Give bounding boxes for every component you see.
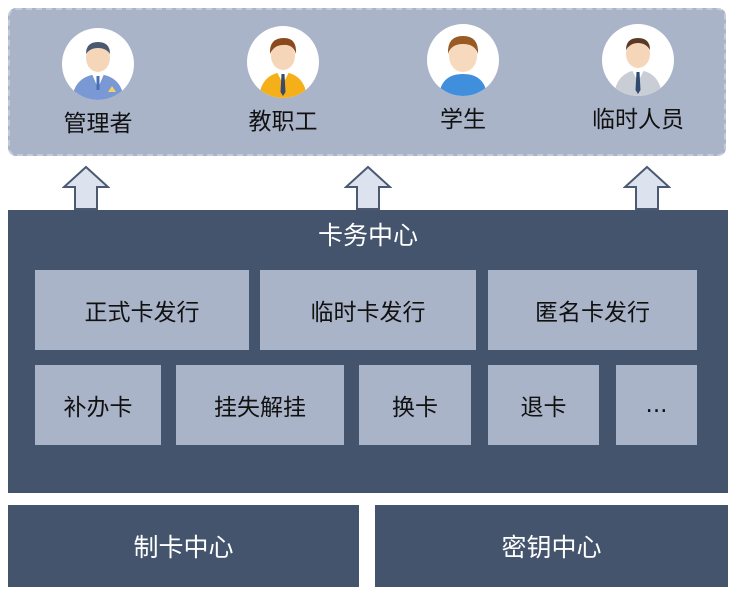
student-avatar-icon [427,24,499,96]
up-arrow-icon [62,165,110,210]
card-replacement: 换卡 [359,365,471,445]
user-label-temporary: 临时人员 [592,107,684,133]
report-loss-unlock: 挂失解挂 [176,365,344,445]
user-admin: 管理者 [33,28,163,138]
admin-avatar-icon [62,28,134,100]
formal-card-issuance: 正式卡发行 [35,270,249,350]
anonymous-card-issuance: 匿名卡发行 [488,270,697,350]
up-arrow-icon [623,165,671,210]
users-panel: 管理者 教职工 学生 [8,8,726,156]
user-label-admin: 管理者 [63,111,133,137]
card-service-center-title: 卡务中心 [317,221,418,250]
user-student: 学生 [398,24,528,134]
card-return: 退卡 [488,365,599,445]
key-center: 密钥中心 [375,505,728,587]
card-making-center: 制卡中心 [8,505,359,587]
staff-avatar-icon [247,26,319,98]
user-label-student: 学生 [440,107,486,133]
temporary-person-avatar-icon [602,24,674,96]
card-reissue: 补办卡 [35,365,161,445]
more-functions: ... [616,365,697,445]
user-staff: 教职工 [218,26,348,136]
up-arrow-icon [344,165,392,210]
user-temporary: 临时人员 [573,24,703,134]
user-label-staff: 教职工 [248,109,318,135]
card-service-center: 卡务中心 正式卡发行 临时卡发行 匿名卡发行 补办卡 挂失解挂 换卡 退卡 ..… [8,210,728,493]
temporary-card-issuance: 临时卡发行 [260,270,476,350]
